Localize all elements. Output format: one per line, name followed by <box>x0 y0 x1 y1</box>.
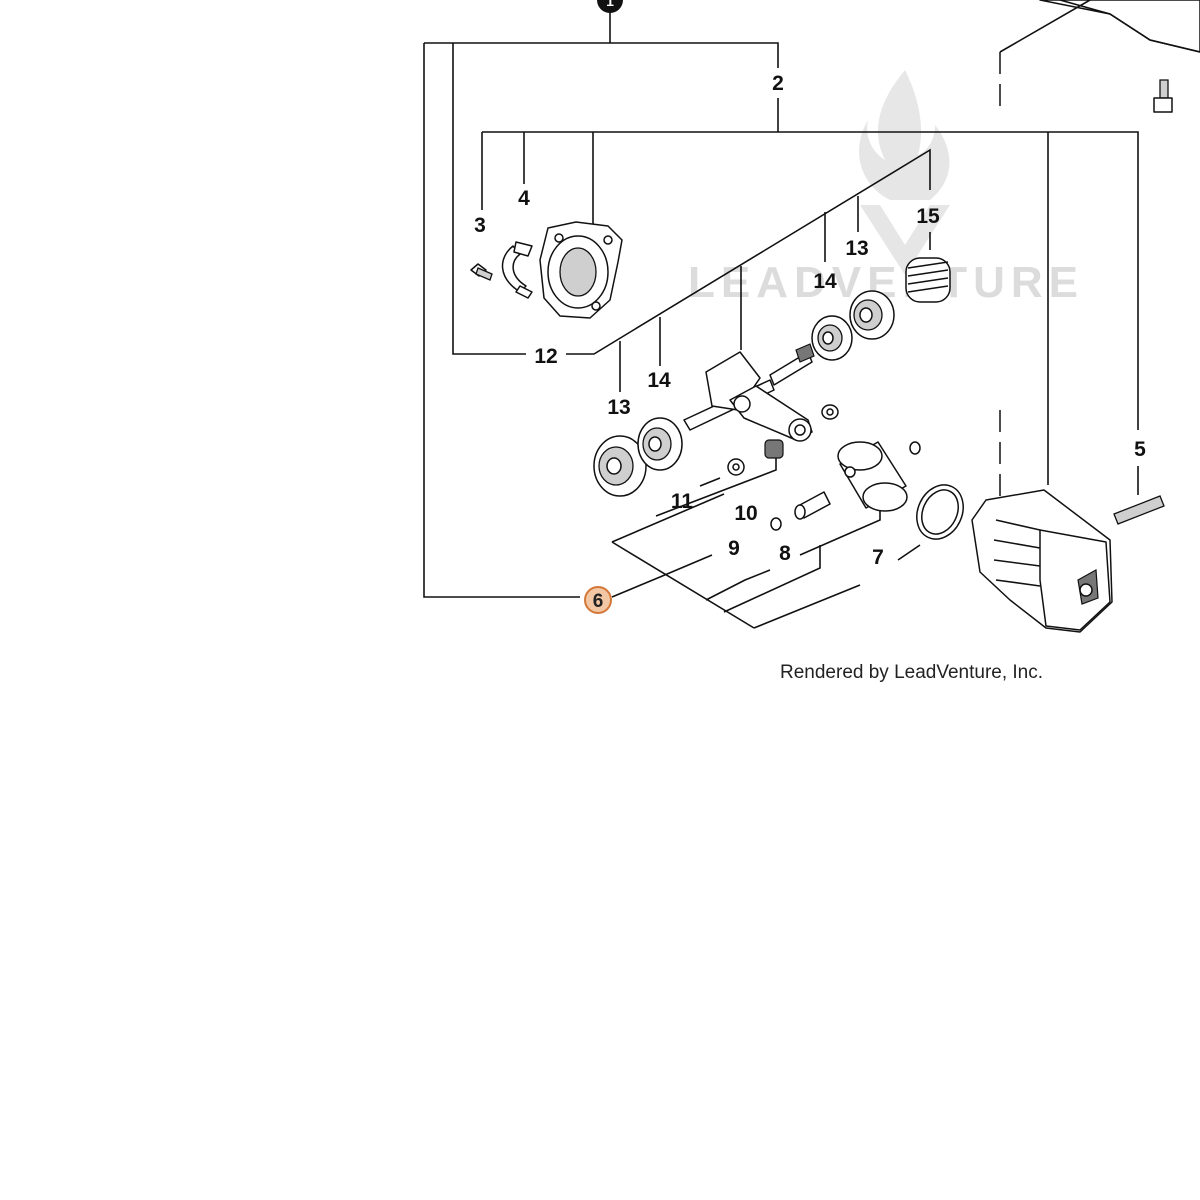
cylinder-part <box>971 489 1113 633</box>
crankshaft-part <box>683 343 815 442</box>
top-marker-label: 1 <box>606 0 614 9</box>
callout-5[interactable]: 5 <box>1134 438 1146 461</box>
bolt-part <box>470 263 493 281</box>
stud-part <box>1113 495 1165 525</box>
spring-part <box>905 257 951 303</box>
washer-lower-part <box>727 458 745 476</box>
callout-11[interactable]: 11 <box>671 490 694 513</box>
clamp-part <box>501 241 533 299</box>
watermark: LEADVENTURE <box>688 70 1078 307</box>
circlip-a-part <box>770 517 782 531</box>
bearing-upper-a-part <box>849 290 895 340</box>
callout-6: 6 <box>593 591 604 612</box>
bearing-upper-b-part <box>811 315 853 361</box>
piston-pin-part <box>794 491 831 520</box>
callout-9[interactable]: 9 <box>728 537 740 560</box>
leader-lines <box>423 12 1139 629</box>
callout-2[interactable]: 2 <box>772 72 784 95</box>
callout-3[interactable]: 3 <box>474 214 486 237</box>
callout-12[interactable]: 12 <box>534 345 557 368</box>
callout-7[interactable]: 7 <box>872 546 884 569</box>
circlip-b-part <box>909 441 921 455</box>
upper-housing-part <box>999 0 1200 113</box>
watermark-v-icon <box>860 205 950 275</box>
callout-6-badge[interactable]: 6 <box>584 586 612 614</box>
top-marker-badge[interactable]: 1 <box>597 0 623 13</box>
needle-bearing-part <box>764 439 784 459</box>
callout-10[interactable]: 10 <box>734 502 757 525</box>
callout-4[interactable]: 4 <box>518 187 530 210</box>
bearing-lower-a-part <box>593 435 647 497</box>
callout-15[interactable]: 15 <box>916 205 940 228</box>
rendered-by-footer: Rendered by LeadVenture, Inc. <box>780 662 1043 683</box>
callout-8[interactable]: 8 <box>779 542 791 565</box>
watermark-flame-icon <box>859 70 950 200</box>
crankcase-part <box>539 221 623 319</box>
piston-ring-part <box>916 484 964 540</box>
piston-part <box>837 441 908 512</box>
callout-13-lower[interactable]: 13 <box>607 396 630 419</box>
callouts: 2 3 4 5 7 8 9 10 11 12 13 13 14 14 15 <box>474 72 1146 569</box>
callout-13-upper[interactable]: 13 <box>845 237 868 260</box>
bearing-lower-b-part <box>637 417 683 471</box>
callout-14-upper[interactable]: 14 <box>813 270 837 293</box>
callout-14-lower[interactable]: 14 <box>647 369 671 392</box>
washer-upper-part <box>821 404 839 420</box>
